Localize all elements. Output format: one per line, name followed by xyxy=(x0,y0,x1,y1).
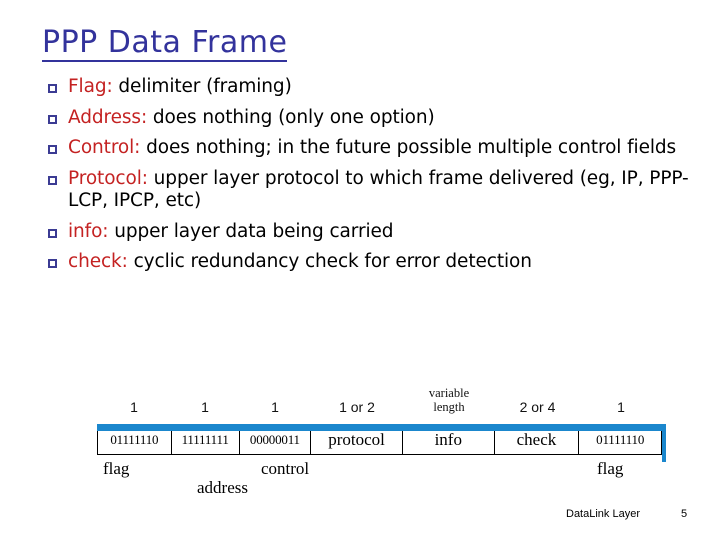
bullet-list: Flag: delimiter (framing) Address: does … xyxy=(48,76,708,282)
frame-size-protocol: 1 or 2 xyxy=(339,399,375,415)
frame-size-address: 1 xyxy=(201,399,209,415)
frame-size-info-line2: length xyxy=(433,400,465,414)
list-item-body: delimiter (framing) xyxy=(112,76,292,97)
list-item-text: Protocol: upper layer protocol to which … xyxy=(68,168,708,213)
slide-footer: DataLink Layer 5 xyxy=(0,508,720,526)
list-item-text: info: upper layer data being carried xyxy=(68,221,708,244)
list-item: Control: does nothing; in the future pos… xyxy=(48,137,708,160)
list-item-text: Control: does nothing; in the future pos… xyxy=(68,137,708,160)
list-item: Protocol: upper layer protocol to which … xyxy=(48,168,708,213)
square-bullet-icon xyxy=(48,175,57,185)
frame-field-flag: 01111110 xyxy=(98,425,172,454)
frame-accent-edge xyxy=(662,424,666,462)
list-item-keyword: info: xyxy=(68,220,109,242)
frame-accent-bar xyxy=(97,424,662,431)
frame-field-info: info xyxy=(403,425,495,454)
frame-field-check: check xyxy=(495,425,580,454)
list-item-text: Address: does nothing (only one option) xyxy=(68,107,708,130)
list-item-body: upper layer data being carried xyxy=(108,220,394,242)
list-item-text: check: cyclic redundancy check for error… xyxy=(68,251,708,274)
list-item-keyword: Control: xyxy=(68,137,141,159)
frame-size-control: 1 xyxy=(271,399,279,415)
frame-field-address: 11111111 xyxy=(172,425,240,454)
frame-label-control: control xyxy=(261,459,310,478)
list-item: info: upper layer data being carried xyxy=(48,221,708,244)
list-item-text: Flag: delimiter (framing) xyxy=(68,76,708,99)
footer-chapter-label: DataLink Layer xyxy=(566,508,640,520)
list-item-keyword: Address: xyxy=(68,106,148,128)
list-item: Address: does nothing (only one option) xyxy=(48,107,708,130)
frame-label-address: address xyxy=(197,478,248,497)
footer-page-number: 5 xyxy=(681,508,688,520)
square-bullet-icon xyxy=(48,259,57,269)
frame-boxes-wrapper: 01111110 11111111 00000011 protocol info… xyxy=(97,424,666,462)
frame-size-flag: 1 xyxy=(130,399,138,415)
frame-label-row: flag address control flag xyxy=(97,455,662,497)
list-item-body: does nothing; in the future possible mul… xyxy=(140,137,677,159)
frame-field-control: 00000011 xyxy=(240,425,312,454)
square-bullet-icon xyxy=(48,84,57,93)
list-item: Flag: delimiter (framing) xyxy=(48,76,708,99)
square-bullet-icon xyxy=(48,114,57,124)
list-item-body: does nothing (only one option) xyxy=(147,106,435,128)
list-item-keyword: Flag: xyxy=(68,76,113,97)
list-item-keyword: Protocol: xyxy=(68,167,148,189)
square-bullet-icon xyxy=(48,228,57,238)
frame-size-check: 2 or 4 xyxy=(519,399,556,415)
list-item-body: upper layer protocol to which frame deli… xyxy=(68,167,689,212)
list-item-keyword: check: xyxy=(68,251,128,273)
square-bullet-icon xyxy=(48,145,57,155)
frame-size-info-line1: variable xyxy=(428,386,470,400)
list-item-body: cyclic redundancy check for error detect… xyxy=(127,251,532,273)
frame-label-flag-end: flag xyxy=(597,459,624,478)
frame-field-flag-end: 01111110 xyxy=(596,431,645,447)
frame-size-flag-end: 1 xyxy=(617,399,625,415)
list-item: check: cyclic redundancy check for error… xyxy=(48,251,708,274)
frame-label-flag: flag xyxy=(103,459,130,478)
page-title: PPP Data Frame xyxy=(42,25,288,62)
frame-field-protocol: protocol xyxy=(311,425,403,454)
